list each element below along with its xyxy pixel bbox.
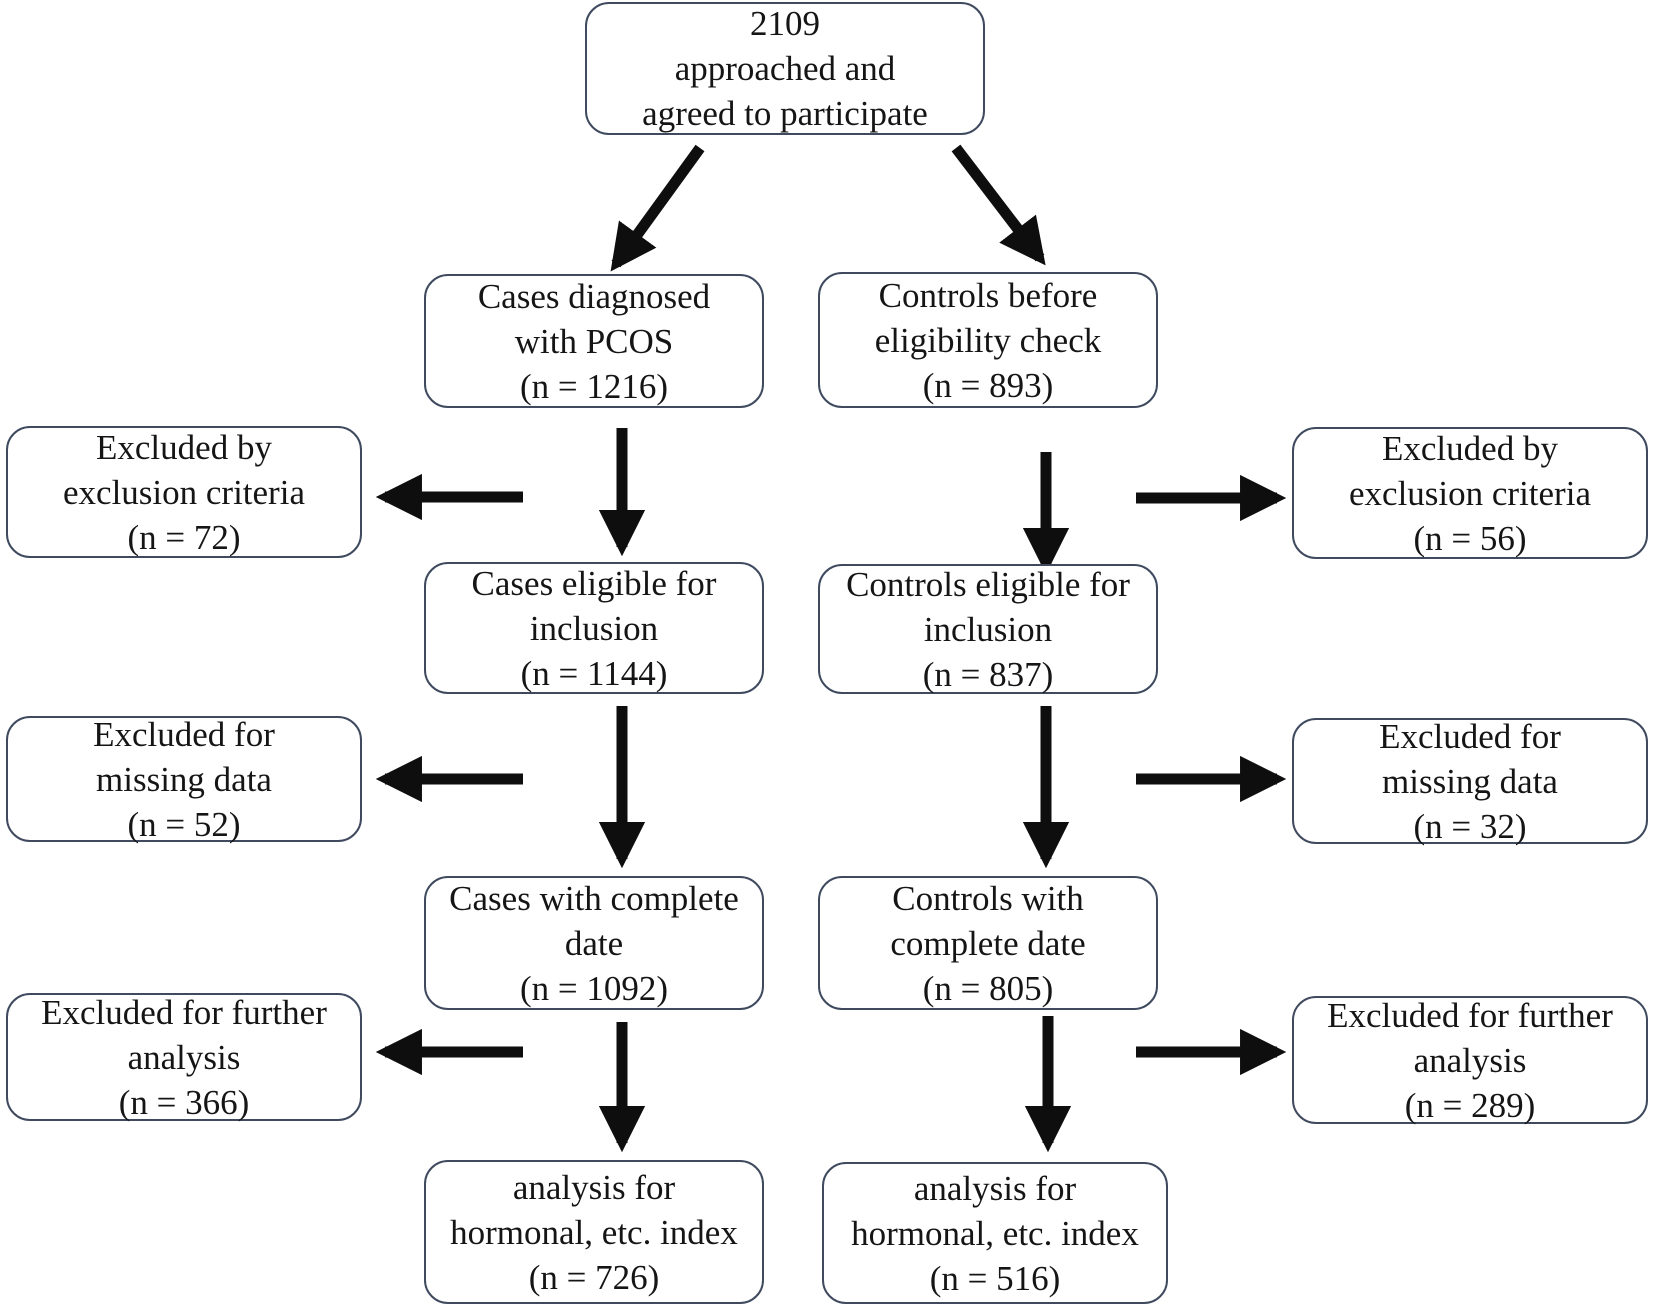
node-approached: 2109 approached and agreed to participat… — [585, 2, 985, 135]
node-controls-excluded-criteria: Excluded by exclusion criteria (n = 56) — [1292, 427, 1648, 559]
arrow-approached-to-controls — [951, 144, 1046, 266]
node-controls-eligible: Controls eligible for inclusion (n = 837… — [818, 564, 1158, 694]
node-cases-eligible: Cases eligible for inclusion (n = 1144) — [424, 562, 764, 694]
node-controls-analysis: analysis for hormonal, etc. index (n = 5… — [822, 1162, 1168, 1304]
node-controls-excluded-further-analysis: Excluded for further analysis (n = 289) — [1292, 996, 1648, 1125]
node-cases-excluded-missing-data: Excluded for missing data (n = 52) — [6, 715, 362, 844]
arrow-approached-to-cases — [610, 144, 705, 272]
node-controls-excluded-missing-data: Excluded for missing data (n = 32) — [1292, 717, 1648, 846]
node-cases-excluded-criteria: Excluded by exclusion criteria (n = 72) — [6, 426, 362, 558]
node-cases-excluded-further-analysis: Excluded for further analysis (n = 366) — [6, 993, 362, 1122]
node-cases-diagnosed: Cases diagnosed with PCOS (n = 1216) — [424, 274, 764, 408]
node-cases-analysis: analysis for hormonal, etc. index (n = 7… — [424, 1160, 764, 1304]
node-cases-complete-data: Cases with complete date (n = 1092) — [424, 876, 764, 1010]
node-controls-before-eligibility: Controls before eligibility check (n = 8… — [818, 272, 1158, 408]
node-controls-complete-data: Controls with complete date (n = 805) — [818, 876, 1158, 1010]
